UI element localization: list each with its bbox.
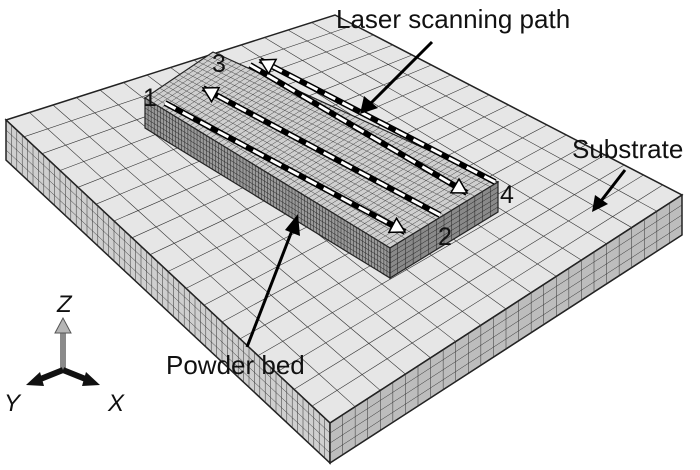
powder-mesh-line (389, 186, 499, 254)
substrate-mesh-line (293, 174, 644, 390)
powder-mesh-line (161, 60, 233, 109)
leader-substrate (599, 169, 627, 202)
path-number-2: 2 (438, 223, 452, 251)
leader-powder-bed-arrowhead (285, 214, 300, 236)
x-axis-arrow (61, 367, 90, 383)
scan-path-4-return (259, 58, 496, 184)
scan-path-4-return-arrowhead (258, 58, 278, 76)
scan-path-1-to-2-arrowhead (387, 216, 407, 234)
powder-mesh-line (144, 107, 391, 259)
path-number-1: 1 (143, 84, 157, 112)
label-substrate: Substrate (572, 134, 683, 164)
powder-mesh-line (389, 206, 499, 274)
leader-substrate-arrowhead (592, 195, 608, 212)
axis-triad: Z Y X (4, 291, 125, 417)
substrate-mesh-line (275, 164, 625, 373)
y-axis-arrowhead (26, 372, 44, 386)
substrate-mesh-line (5, 139, 331, 444)
scan-path-1-to-2 (164, 101, 406, 234)
scan-path-2-to-3 (202, 86, 441, 217)
substrate-mesh-line (5, 129, 331, 434)
scan-path-3-to-4-arrowhead (449, 177, 469, 194)
leader-laser-path (368, 40, 434, 106)
path-number-3: 3 (212, 50, 226, 78)
scan-path-3-to-4 (249, 63, 468, 195)
axis-label-z: Z (56, 291, 73, 318)
powder-mesh-line (148, 53, 218, 101)
powder-mesh-line (144, 122, 391, 274)
axis-label-y: Y (4, 390, 22, 417)
path-number-4: 4 (500, 181, 514, 209)
powder-mesh-line (144, 112, 391, 264)
leader-laser-path-arrowhead (360, 96, 378, 114)
x-axis-arrowhead (82, 372, 100, 386)
powder-mesh-line (389, 201, 499, 269)
substrate-mesh-line (329, 224, 683, 454)
substrate-mesh-line (329, 204, 683, 434)
powder-mesh-line (389, 196, 499, 264)
powder-mesh-line (144, 102, 391, 254)
scan-path-2-to-3-arrowhead (201, 86, 221, 104)
powder-mesh-line (165, 62, 237, 111)
powder-mesh-line (157, 58, 228, 106)
axis-label-x: X (107, 390, 125, 417)
substrate-mesh-line (257, 154, 606, 356)
powder-mesh-line (389, 191, 499, 259)
powder-mesh-line (144, 117, 391, 269)
substrate-mesh-line (311, 184, 663, 407)
label-laser-scanning-path: Laser scanning path (336, 4, 570, 34)
label-powder-bed: Powder bed (166, 350, 305, 380)
substrate-mesh-line (5, 149, 331, 454)
substrate-mesh-line (329, 214, 683, 444)
y-axis-arrow (36, 367, 65, 383)
laser-scan-paths (163, 57, 497, 235)
powder-mesh-line (153, 56, 223, 104)
leader-powder-bed (245, 227, 295, 348)
z-axis-arrowhead (54, 316, 72, 334)
